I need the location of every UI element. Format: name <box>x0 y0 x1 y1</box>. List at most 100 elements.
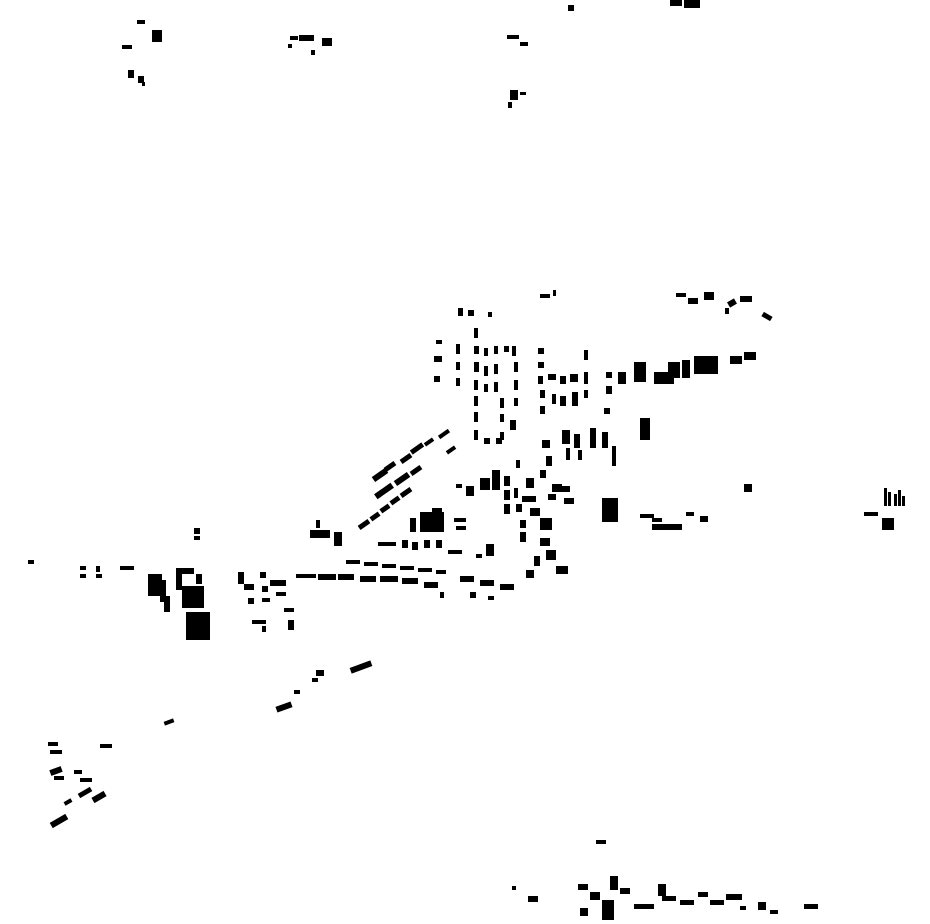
building-footprint <box>96 574 102 578</box>
building-footprint <box>434 356 442 362</box>
building-footprint <box>596 840 606 844</box>
building-footprint <box>484 384 488 392</box>
building-footprint <box>704 292 714 300</box>
building-footprint <box>526 570 534 578</box>
building-footprint <box>698 892 708 897</box>
building-footprint <box>474 396 478 406</box>
building-footprint <box>476 554 482 558</box>
building-footprint <box>562 430 570 444</box>
building-footprint <box>466 486 474 496</box>
building-footprint <box>578 450 582 460</box>
building-footprint <box>194 536 200 540</box>
building-footprint <box>316 520 320 528</box>
building-footprint <box>884 488 887 506</box>
building-footprint <box>514 488 518 498</box>
building-footprint <box>888 492 891 506</box>
building-footprint <box>312 678 318 682</box>
building-footprint <box>514 380 518 390</box>
building-footprint <box>804 904 818 909</box>
building-footprint <box>580 908 588 916</box>
building-footprint <box>520 532 526 542</box>
building-footprint <box>120 566 134 570</box>
building-footprint <box>296 574 316 578</box>
building-footprint <box>122 45 132 49</box>
building-footprint <box>488 596 494 600</box>
building-footprint <box>570 374 578 382</box>
building-footprint <box>612 446 616 466</box>
building-footprint <box>423 437 435 447</box>
building-footprint <box>700 516 708 522</box>
building-footprint <box>456 484 462 488</box>
building-footprint <box>540 518 552 530</box>
building-footprint <box>474 430 478 440</box>
building-footprint <box>349 660 373 674</box>
building-footprint <box>182 586 204 608</box>
building-footprint <box>620 888 630 894</box>
building-footprint <box>538 362 544 368</box>
building-footprint <box>540 294 550 298</box>
building-footprint <box>744 352 756 360</box>
building-footprint <box>534 556 540 566</box>
building-footprint <box>516 460 520 468</box>
building-footprint <box>725 308 729 314</box>
building-footprint <box>546 456 552 466</box>
building-footprint <box>96 566 100 572</box>
building-footprint <box>898 490 901 506</box>
building-footprint <box>566 448 570 460</box>
building-footprint <box>334 532 342 546</box>
building-footprint <box>484 348 488 356</box>
building-footprint <box>48 742 58 746</box>
building-footprint <box>91 790 107 804</box>
building-footprint <box>480 580 494 586</box>
building-footprint <box>640 514 654 518</box>
building-footprint <box>50 750 62 754</box>
building-footprint <box>694 356 718 374</box>
building-footprint <box>244 584 254 590</box>
building-footprint <box>456 344 460 354</box>
building-footprint <box>456 526 466 530</box>
building-footprint <box>556 566 568 574</box>
buildings-layer <box>28 0 905 920</box>
building-footprint <box>186 612 210 640</box>
building-footprint <box>494 346 498 354</box>
building-footprint <box>148 574 162 596</box>
building-footprint <box>382 564 396 568</box>
building-footprint <box>662 896 676 901</box>
building-footprint <box>584 350 588 360</box>
building-footprint <box>602 432 608 448</box>
building-footprint <box>138 76 144 83</box>
building-footprint <box>262 598 270 602</box>
building-footprint <box>445 445 457 455</box>
building-footprint <box>590 428 596 448</box>
building-footprint <box>371 467 389 483</box>
building-footprint <box>474 346 479 354</box>
building-footprint <box>606 372 612 378</box>
building-footprint <box>584 390 588 398</box>
building-footprint <box>424 540 430 548</box>
building-footprint <box>488 312 492 317</box>
building-footprint <box>508 102 512 108</box>
building-footprint <box>77 786 93 799</box>
building-footprint <box>80 566 86 570</box>
building-footprint <box>437 428 451 440</box>
building-footprint <box>682 360 690 378</box>
building-footprint <box>574 434 580 448</box>
building-footprint <box>510 90 518 100</box>
building-footprint <box>504 490 510 500</box>
building-footprint <box>63 798 73 806</box>
building-footprint <box>410 518 416 532</box>
building-footprint <box>602 498 618 522</box>
building-footprint <box>512 886 516 890</box>
building-footprint <box>346 560 360 564</box>
building-footprint <box>316 670 324 676</box>
building-footprint <box>740 906 746 910</box>
building-footprint <box>727 298 737 308</box>
building-footprint <box>456 378 460 386</box>
building-footprint <box>412 542 418 550</box>
building-footprint <box>507 35 519 39</box>
building-footprint <box>902 496 905 506</box>
building-footprint <box>128 70 134 78</box>
building-footprint <box>504 504 510 514</box>
building-footprint <box>299 35 314 41</box>
building-footprint <box>275 701 293 713</box>
